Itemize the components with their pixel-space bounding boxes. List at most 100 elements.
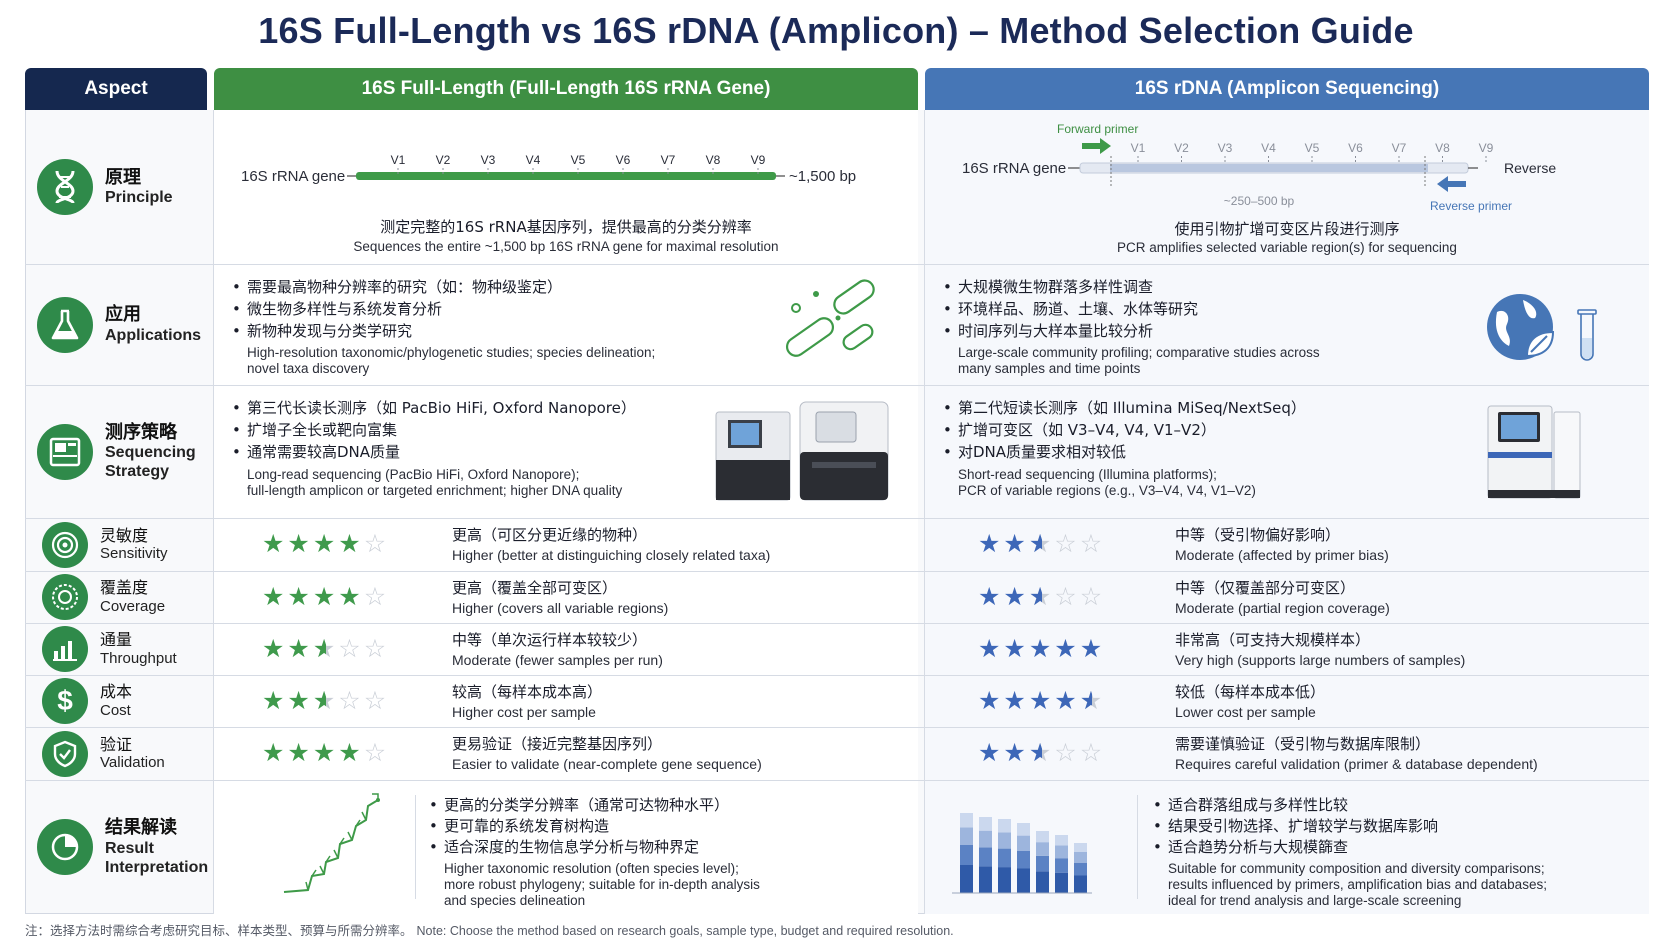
mini-bar-segment <box>960 865 973 893</box>
rating-en: Requires careful validation (primer & da… <box>1175 756 1538 772</box>
star-filled-icon: ★ <box>1079 634 1106 663</box>
region-label: V2 <box>436 153 451 167</box>
aspect-zh: 验证 <box>100 734 133 754</box>
list-item: 通常需要较高DNA质量 <box>232 441 752 463</box>
rating-en: Higher (covers all variable regions) <box>452 600 669 616</box>
mini-bar-segment <box>979 830 992 848</box>
aspect-en: Principle <box>105 189 173 207</box>
gene-label: 16S rRNA gene <box>241 168 345 185</box>
mini-bar-segment <box>998 819 1011 833</box>
rating-stars-full-length: ★★★☆☆ <box>262 688 389 713</box>
rating-zh: 较高（每样本成本高） <box>452 683 603 701</box>
row-divider <box>25 623 1649 624</box>
list-item: 更可靠的系统发育树构造 <box>429 816 899 837</box>
aspect-en: Sensitivity <box>100 545 168 563</box>
region-label: V6 <box>616 153 631 167</box>
list-item: 微生物多样性与系统发育分析 <box>232 298 752 320</box>
footnote: 注：选择方法时需综合考虑研究目标、样本类型、预算与所需分辨率。 Note: Ch… <box>25 920 954 939</box>
rating-en: Higher (better at distinguiching closely… <box>452 547 771 563</box>
aspect-en: Sequencing <box>105 444 196 462</box>
aspect-zh: 覆盖度 <box>100 578 149 598</box>
mini-bar-segment <box>1055 858 1068 873</box>
star-empty-icon: ☆ <box>363 686 390 715</box>
row-divider <box>25 264 1649 265</box>
phylogenetic-tree-icon <box>283 793 380 893</box>
region-label: V4 <box>526 153 541 167</box>
mini-bar-segment <box>998 832 1011 849</box>
star-filled-icon: ★ <box>287 686 313 715</box>
mini-bar-segment <box>960 827 973 845</box>
results-full-length: 更高的分类学分辨率（通常可达物种水平） 更可靠的系统发育树构造 适合深度的生物信… <box>429 795 899 909</box>
amplicon-length-label: ~250–500 bp <box>1224 194 1295 208</box>
list-item: 扩增子全长或靶向富集 <box>232 419 752 441</box>
rating-en: Moderate (fewer samples per run) <box>452 652 663 668</box>
mini-bar-segment <box>1017 823 1030 836</box>
row-divider <box>25 385 1649 386</box>
strategy-en: Short-read sequencing (Illumina platform… <box>958 467 1217 482</box>
region-label: V3 <box>481 153 496 167</box>
footnote-zh: 注：选择方法时需综合考虑研究目标、样本类型、预算与所需分辨率。 <box>25 923 413 938</box>
star-half-icon: ★ <box>313 688 338 713</box>
column-divider <box>924 110 925 914</box>
principle-amplicon: Forward primer 16S rRNA gene Reverse Rev… <box>925 110 1649 264</box>
star-filled-icon: ★ <box>312 738 339 767</box>
star-filled-icon: ★ <box>978 738 1004 767</box>
rating-zh: 中等（单次运行样本较较少） <box>452 631 648 649</box>
region-label: V9 <box>1479 141 1494 155</box>
rating-stars-amplicon: ★★★★★ <box>978 636 1105 661</box>
row-divider <box>25 727 1649 728</box>
mini-bar-segment <box>998 867 1011 893</box>
bar-chart-icon <box>42 626 88 672</box>
gene-label: 16S rRNA gene <box>962 160 1066 177</box>
star-half-icon: ★ <box>1029 584 1054 609</box>
mini-bar-segment <box>979 847 992 867</box>
star-filled-icon: ★ <box>262 738 288 767</box>
aspect-zh: 灵敏度 <box>100 525 149 545</box>
coverage-icon <box>42 574 88 620</box>
list-item: 适合趋势分析与大规模篩查 <box>1153 837 1643 858</box>
row-divider <box>25 780 1649 781</box>
strategy-en: full-length amplicon or targeted enrichm… <box>247 483 623 498</box>
star-empty-icon: ☆ <box>363 529 390 558</box>
amplicon-gene-diagram: Forward primer 16S rRNA gene Reverse Rev… <box>962 122 1556 213</box>
applications-en: Large-scale community profiling; compara… <box>958 345 1320 360</box>
aspect-zh: 测序策略 <box>105 421 177 443</box>
rating-stars-full-length: ★★★★☆ <box>262 740 389 765</box>
star-filled-icon: ★ <box>338 529 364 558</box>
aspect-zh: 原理 <box>105 166 141 188</box>
aspect-en: Cost <box>100 701 131 719</box>
star-filled-icon: ★ <box>262 686 288 715</box>
mini-bar-segment <box>960 845 973 865</box>
list-item: 第二代短读长测序（如 Illumina MiSeq/NextSeq） <box>943 397 1463 419</box>
applications-en: novel taxa discovery <box>247 361 370 376</box>
star-filled-icon: ★ <box>338 738 364 767</box>
mini-bar-segment <box>1017 868 1030 893</box>
mini-bar-segment <box>1074 875 1087 893</box>
header-amplicon: 16S rDNA (Amplicon Sequencing) <box>925 68 1649 110</box>
short-read-sequencer-icon <box>1487 405 1581 499</box>
principle-zh: 使用引物扩增可变区片段进行测序 <box>1174 220 1400 238</box>
star-half-icon: ★ <box>1029 740 1054 765</box>
row-divider <box>25 675 1649 676</box>
rating-en: Lower cost per sample <box>1175 704 1316 720</box>
star-empty-icon: ☆ <box>1079 738 1106 767</box>
aspect-en: Result <box>105 839 154 857</box>
list-item: 环境样品、肠道、土壤、水体等研究 <box>943 298 1463 320</box>
target-icon <box>42 521 88 568</box>
star-filled-icon: ★ <box>287 634 313 663</box>
star-filled-icon: ★ <box>1028 634 1055 663</box>
star-filled-icon: ★ <box>1054 686 1080 715</box>
rating-stars-amplicon: ★★★☆☆ <box>978 740 1105 765</box>
star-empty-icon: ☆ <box>1054 738 1080 767</box>
test-tube-icon <box>1577 309 1597 361</box>
dollar-icon: $ <box>42 678 88 724</box>
region-label: V5 <box>1305 141 1320 155</box>
mini-bar-segment <box>1074 863 1087 876</box>
